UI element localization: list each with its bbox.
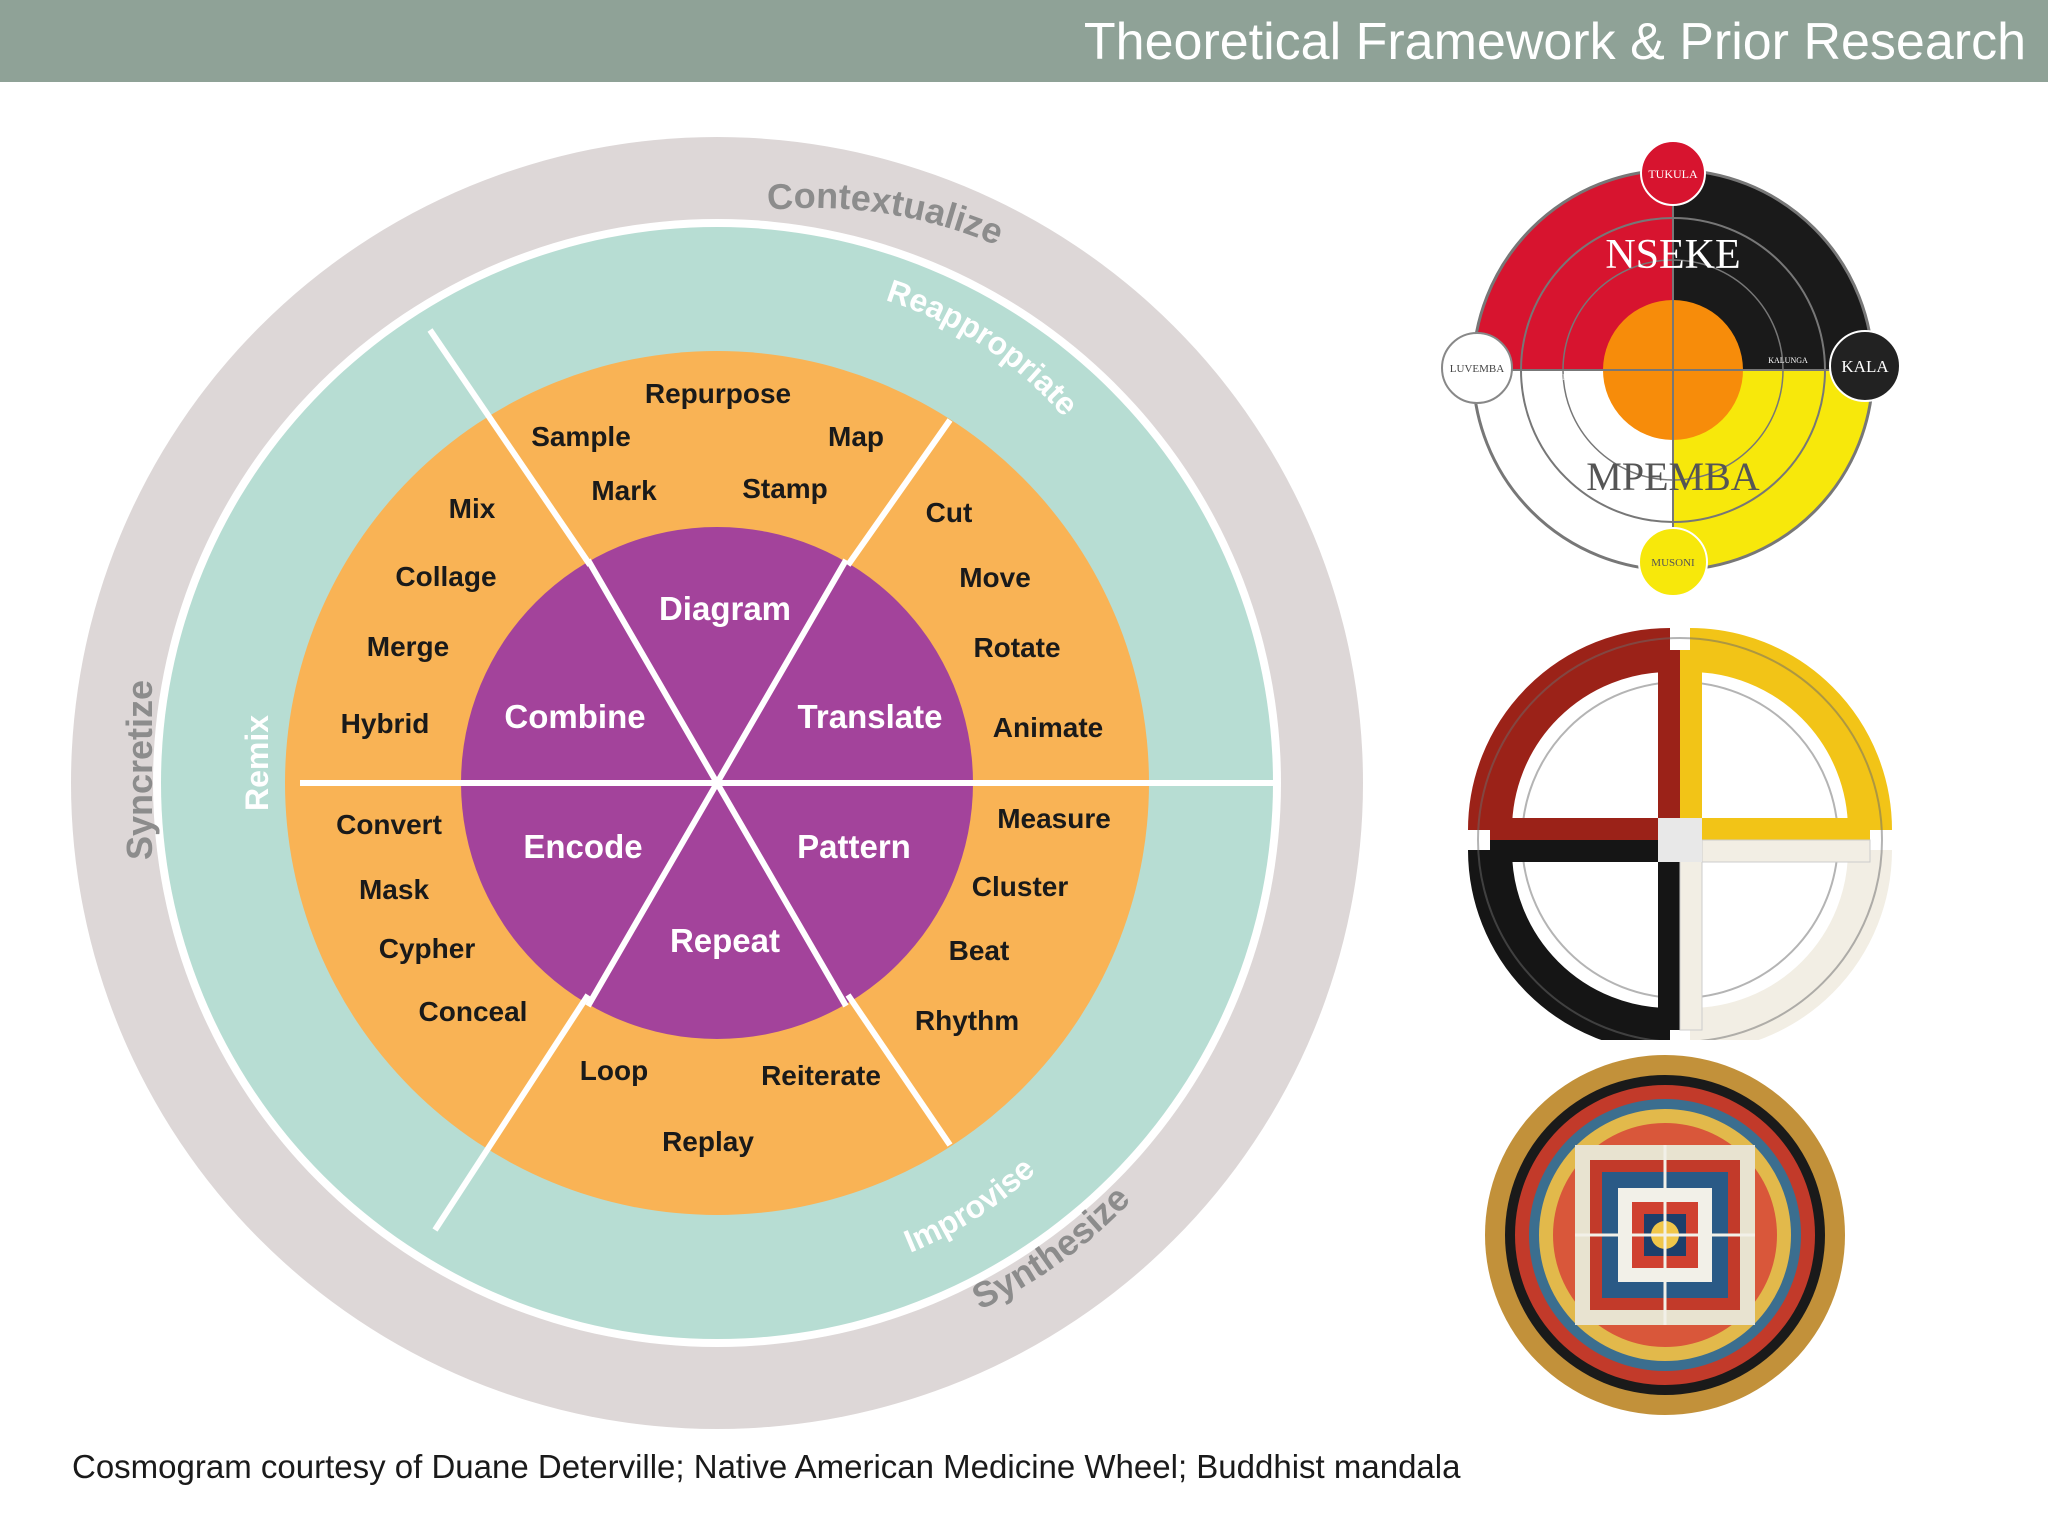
page-title: Theoretical Framework & Prior Research <box>1083 13 2026 71</box>
verb-repurpose: Repurpose <box>645 378 791 409</box>
verb-cypher: Cypher <box>379 933 476 964</box>
framework-wheel: Contextualize Syncretize Synthesize Reap… <box>71 137 1363 1429</box>
core-spokes <box>461 558 973 1008</box>
buddhist-mandala-image <box>1485 1055 1845 1415</box>
verb-rhythm: Rhythm <box>915 1005 1019 1036</box>
core-label-diagram: Diagram <box>659 590 791 627</box>
node-tukula <box>1640 140 1706 206</box>
svg-text:MUSONI: MUSONI <box>1651 557 1695 569</box>
verb-beat: Beat <box>949 935 1010 966</box>
svg-text:LUVEMBA: LUVEMBA <box>1450 363 1504 375</box>
verb-move: Move <box>959 562 1031 593</box>
node-musoni <box>1638 527 1708 597</box>
cosmogram-title: NSEKE <box>1605 232 1740 278</box>
middle-label-left: Remix <box>239 715 275 811</box>
core-label-repeat: Repeat <box>670 922 780 959</box>
verb-cluster: Cluster <box>972 871 1069 902</box>
svg-text:KALA: KALA <box>1841 357 1889 376</box>
node-kala <box>1829 330 1901 402</box>
verb-mark: Mark <box>591 475 657 506</box>
verb-cut: Cut <box>926 497 973 528</box>
cosmogram-subtitle: MPEMBA <box>1586 454 1759 499</box>
svg-text:KALUNGA: KALUNGA <box>1768 356 1808 365</box>
header-bar: Theoretical Framework & Prior Research <box>0 0 2048 82</box>
verb-stamp: Stamp <box>742 473 828 504</box>
core-label-encode: Encode <box>523 828 642 865</box>
verb-convert: Convert <box>336 809 442 840</box>
node-luvemba <box>1441 332 1513 404</box>
verb-conceal: Conceal <box>419 996 528 1027</box>
verb-hybrid: Hybrid <box>341 708 430 739</box>
verb-reiterate: Reiterate <box>761 1060 881 1091</box>
svg-text:KALUNGA: KALUNGA <box>1540 373 1580 382</box>
verb-merge: Merge <box>367 631 449 662</box>
verb-measure: Measure <box>997 803 1111 834</box>
verb-replay: Replay <box>662 1126 754 1157</box>
verb-rotate: Rotate <box>973 632 1060 663</box>
svg-text:TUKULA: TUKULA <box>1648 167 1698 181</box>
cosmogram-image: TUKULA KALA LUVEMBA MUSONI NSEKE MPEMBA … <box>1441 140 1901 597</box>
image-caption: Cosmogram courtesy of Duane Deterville; … <box>72 1448 1461 1485</box>
outer-label-left: Syncretize <box>119 680 160 860</box>
verb-loop: Loop <box>580 1055 648 1086</box>
verb-collage: Collage <box>395 561 496 592</box>
verb-mix: Mix <box>449 493 496 524</box>
verb-sample: Sample <box>531 421 631 452</box>
core-label-pattern: Pattern <box>797 828 911 865</box>
verb-mask: Mask <box>359 874 429 905</box>
verb-animate: Animate <box>993 712 1103 743</box>
core-label-combine: Combine <box>504 698 645 735</box>
verb-map: Map <box>828 421 884 452</box>
core-label-translate: Translate <box>798 698 943 735</box>
medicine-wheel-image <box>1468 628 1892 1040</box>
